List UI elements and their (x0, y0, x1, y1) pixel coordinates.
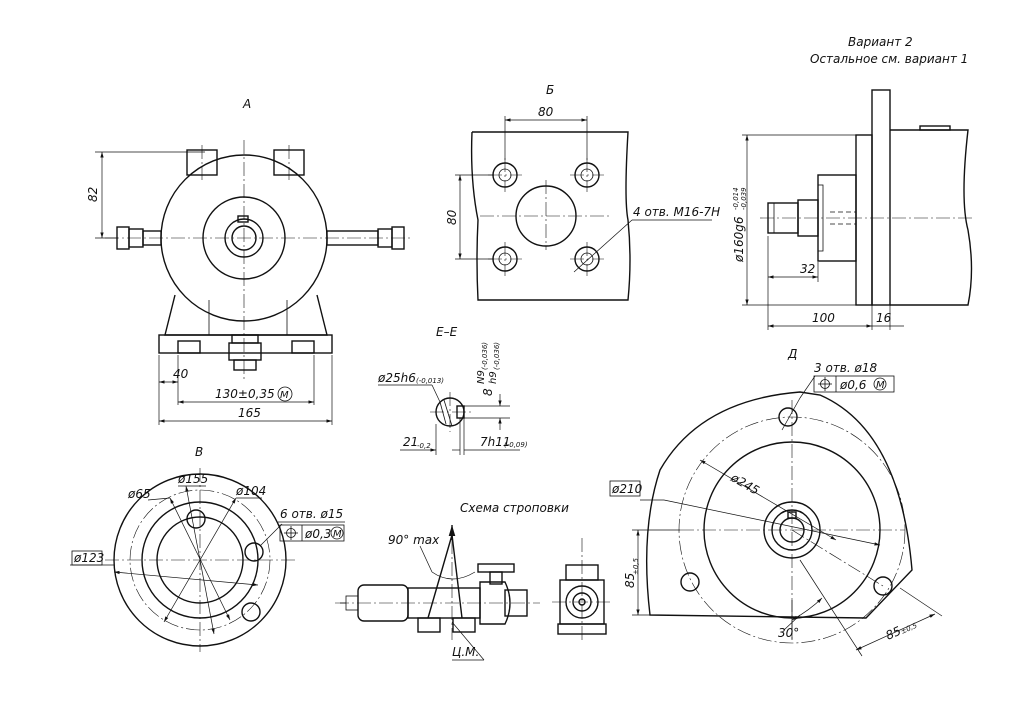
view-v-d155: ø155 (177, 472, 208, 486)
section-dim-key-h-tol: (-0,09) (504, 441, 528, 449)
view-a-dim-130: 130±0,35 (215, 387, 275, 401)
view-d-d210: ø210 (611, 482, 643, 496)
variant-dim-32: 32 (800, 262, 815, 276)
view-d-holes: 3 отв. ø18 (814, 361, 877, 375)
variant-view: ø160g6 -0,014 -0,039 32 100 16 (732, 89, 975, 330)
view-d-angle: 30° (778, 626, 799, 640)
scheme-cg: Ц.М. (452, 645, 479, 659)
view-d-h85-tol: ±0,5 (632, 557, 640, 575)
variant-title: Вариант 2 (848, 35, 913, 49)
view-d: Д 3 отв. ø18 ø0,6 M ø245 ø210 (609, 347, 943, 657)
view-b-holes: 4 отв. М16-7Н (633, 205, 720, 219)
view-b-label: Б (546, 83, 554, 97)
view-d-label: Д (787, 347, 797, 361)
section-dim-key-tol1v: (-0,036) (481, 342, 489, 370)
view-v-d104: ø104 (235, 484, 266, 498)
view-a: А (86, 97, 412, 425)
view-b-dim-80h: 80 (538, 105, 554, 119)
section-ee: Е–Е ø25h6 (-0,013) 8 N9 (-0,036) h9 (-0,… (377, 325, 528, 455)
variant-note: Остальное см. вариант 1 (810, 52, 968, 66)
view-a-dim-165: 165 (238, 406, 261, 420)
section-dim-depth-tol: -0,2 (417, 442, 431, 450)
view-v-tol-mod: M (333, 529, 342, 540)
view-a-dim-130-mod: M (280, 390, 289, 401)
view-d-tol: ø0,6 (839, 378, 867, 392)
view-v-d123: ø123 (73, 551, 104, 565)
section-dim-key-tol2: h9 (488, 371, 499, 384)
view-d-s85: 85 (884, 624, 904, 643)
view-b: Б 80 80 4 отв. М16-7Н (445, 83, 720, 301)
lifting-scheme: Схема строповки 90° max Ц.М. (335, 501, 612, 661)
variant-dim-100: 100 (812, 311, 835, 325)
view-v-label: В (195, 445, 203, 459)
view-a-label: А (242, 97, 251, 111)
scheme-angle: 90° max (388, 533, 440, 547)
view-d-h85: 85 (623, 573, 637, 588)
view-v-holes: 6 отв. ø15 (280, 507, 343, 521)
section-dim-key-tol1: N9 (476, 370, 487, 384)
section-dim-shaft: ø25h6 (377, 371, 416, 385)
view-v-tol: ø0,3 (304, 527, 331, 541)
section-dim-key-width: 8 (481, 388, 495, 396)
view-d-d245: ø245 (728, 470, 762, 498)
variant-dim-dia-tol-up: -0,014 (732, 187, 740, 210)
view-v: В ø65 ø155 ø104 ø123 6 отв. ø15 ø0,3 (70, 445, 345, 652)
view-v-d65: ø65 (127, 487, 151, 501)
variant-dim-16: 16 (876, 311, 892, 325)
section-dim-key-tol2v: (-0,036) (493, 342, 501, 370)
view-b-dim-80v: 80 (445, 209, 459, 225)
section-ee-label: Е–Е (436, 325, 458, 339)
view-d-s85-tol: ±0,5 (900, 621, 919, 635)
section-dim-key-h: 7h11 (480, 435, 511, 449)
view-d-tol-mod: M (876, 380, 885, 391)
section-dim-shaft-tol: (-0,013) (416, 377, 444, 385)
view-a-dim-40: 40 (173, 367, 189, 381)
section-dim-depth: 21 (403, 435, 418, 449)
scheme-title: Схема строповки (460, 501, 569, 515)
view-a-dim-82: 82 (86, 187, 100, 202)
variant-dim-dia: ø160g6 (732, 216, 746, 263)
variant-dim-dia-tol-lo: -0,039 (740, 187, 748, 210)
